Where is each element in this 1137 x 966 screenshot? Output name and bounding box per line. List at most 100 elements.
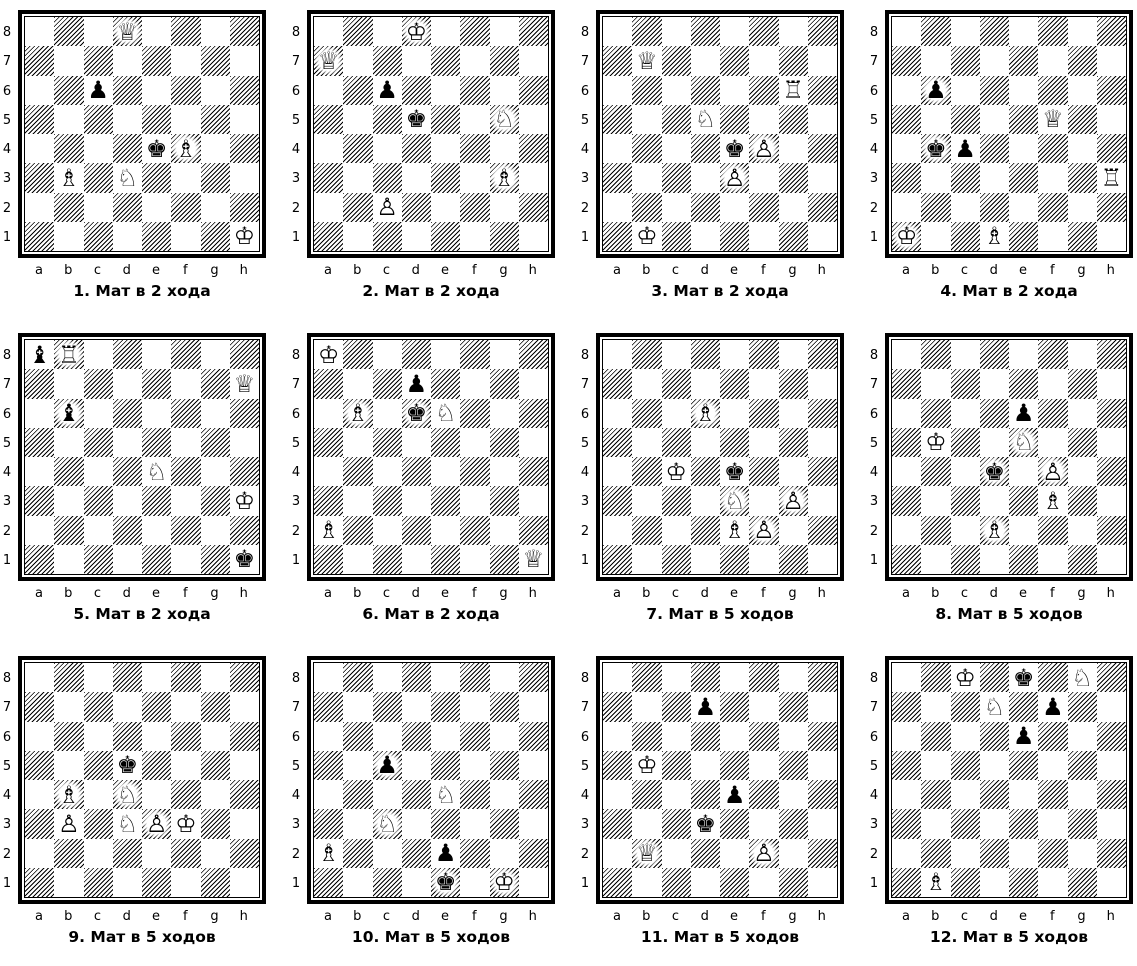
square-c7[interactable] (951, 692, 980, 721)
black-pawn-icon[interactable]: ♟ (720, 780, 749, 809)
square-d1[interactable] (402, 545, 431, 574)
square-d2[interactable] (980, 193, 1009, 222)
white-knight-icon[interactable]: ♘ (113, 780, 142, 809)
square-c8[interactable] (84, 663, 113, 692)
black-king-icon[interactable]: ♚ (402, 399, 431, 428)
square-a2[interactable] (603, 516, 632, 545)
square-g7[interactable] (490, 692, 519, 721)
white-bishop-icon[interactable]: ♗ (171, 134, 200, 163)
square-f8[interactable] (460, 17, 489, 46)
white-knight-icon[interactable]: ♘ (431, 780, 460, 809)
square-e5[interactable] (1009, 751, 1038, 780)
square-f3[interactable]: ♔ (171, 809, 200, 838)
square-f8[interactable] (749, 340, 778, 369)
square-h8[interactable] (519, 17, 548, 46)
white-queen-icon[interactable]: ♕ (1038, 105, 1067, 134)
square-d4[interactable] (980, 134, 1009, 163)
square-a8[interactable] (25, 17, 54, 46)
square-d4[interactable]: ♚ (980, 457, 1009, 486)
square-h2[interactable] (230, 839, 259, 868)
square-f4[interactable] (1038, 780, 1067, 809)
square-f8[interactable] (749, 663, 778, 692)
square-c3[interactable] (951, 486, 980, 515)
square-h8[interactable] (230, 340, 259, 369)
square-f7[interactable] (171, 692, 200, 721)
square-c5[interactable] (662, 105, 691, 134)
square-e2[interactable] (1009, 193, 1038, 222)
white-king-icon[interactable]: ♔ (490, 868, 519, 897)
square-f7[interactable] (749, 46, 778, 75)
square-e7[interactable] (431, 46, 460, 75)
square-d2[interactable] (113, 193, 142, 222)
square-a2[interactable]: ♗ (314, 516, 343, 545)
square-b8[interactable] (343, 663, 372, 692)
square-d8[interactable] (113, 663, 142, 692)
square-a6[interactable] (603, 722, 632, 751)
square-f6[interactable] (460, 76, 489, 105)
square-a2[interactable] (892, 516, 921, 545)
square-f6[interactable] (460, 399, 489, 428)
square-h5[interactable] (808, 428, 837, 457)
square-h2[interactable] (808, 193, 837, 222)
square-d7[interactable]: ♘ (980, 692, 1009, 721)
square-e5[interactable] (1009, 105, 1038, 134)
white-bishop-icon[interactable]: ♗ (343, 399, 372, 428)
square-c2[interactable] (662, 516, 691, 545)
square-f8[interactable] (460, 340, 489, 369)
square-h3[interactable] (808, 809, 837, 838)
square-b2[interactable] (343, 839, 372, 868)
square-h4[interactable] (230, 780, 259, 809)
square-e6[interactable] (142, 722, 171, 751)
square-a1[interactable] (603, 545, 632, 574)
square-d2[interactable] (113, 516, 142, 545)
square-h7[interactable] (808, 692, 837, 721)
square-f4[interactable] (171, 780, 200, 809)
square-g4[interactable] (1068, 134, 1097, 163)
square-b2[interactable] (54, 839, 83, 868)
square-a8[interactable]: ♝ (25, 340, 54, 369)
square-a2[interactable]: ♗ (314, 839, 343, 868)
square-g3[interactable] (1068, 163, 1097, 192)
square-e2[interactable] (142, 839, 171, 868)
square-d7[interactable]: ♟ (691, 692, 720, 721)
square-d1[interactable] (980, 545, 1009, 574)
square-c8[interactable] (373, 663, 402, 692)
square-b4[interactable]: ♗ (54, 780, 83, 809)
square-h2[interactable] (808, 839, 837, 868)
square-h8[interactable] (1097, 340, 1126, 369)
square-a2[interactable] (892, 193, 921, 222)
black-pawn-icon[interactable]: ♟ (921, 76, 950, 105)
square-c1[interactable] (951, 222, 980, 251)
square-a7[interactable] (603, 369, 632, 398)
square-c1[interactable] (84, 545, 113, 574)
square-h8[interactable] (519, 663, 548, 692)
square-a3[interactable] (892, 163, 921, 192)
black-king-icon[interactable]: ♚ (720, 134, 749, 163)
square-c8[interactable] (662, 663, 691, 692)
square-b6[interactable] (921, 722, 950, 751)
square-f7[interactable] (1038, 369, 1067, 398)
square-f5[interactable] (749, 751, 778, 780)
square-f7[interactable] (1038, 46, 1067, 75)
square-f1[interactable] (171, 868, 200, 897)
square-c7[interactable] (662, 46, 691, 75)
square-f5[interactable] (1038, 751, 1067, 780)
square-a3[interactable] (25, 809, 54, 838)
white-rook-icon[interactable]: ♖ (1097, 163, 1126, 192)
square-h7[interactable] (230, 46, 259, 75)
square-g6[interactable] (490, 722, 519, 751)
square-b8[interactable] (343, 340, 372, 369)
square-c6[interactable] (84, 722, 113, 751)
square-b3[interactable] (343, 809, 372, 838)
square-g7[interactable] (1068, 369, 1097, 398)
square-h4[interactable] (1097, 134, 1126, 163)
square-a6[interactable] (892, 76, 921, 105)
square-a6[interactable] (314, 399, 343, 428)
square-a4[interactable] (25, 134, 54, 163)
square-c7[interactable] (951, 369, 980, 398)
square-c1[interactable] (84, 222, 113, 251)
square-d5[interactable] (980, 105, 1009, 134)
square-d7[interactable] (980, 369, 1009, 398)
square-e8[interactable] (142, 663, 171, 692)
square-h8[interactable] (230, 17, 259, 46)
